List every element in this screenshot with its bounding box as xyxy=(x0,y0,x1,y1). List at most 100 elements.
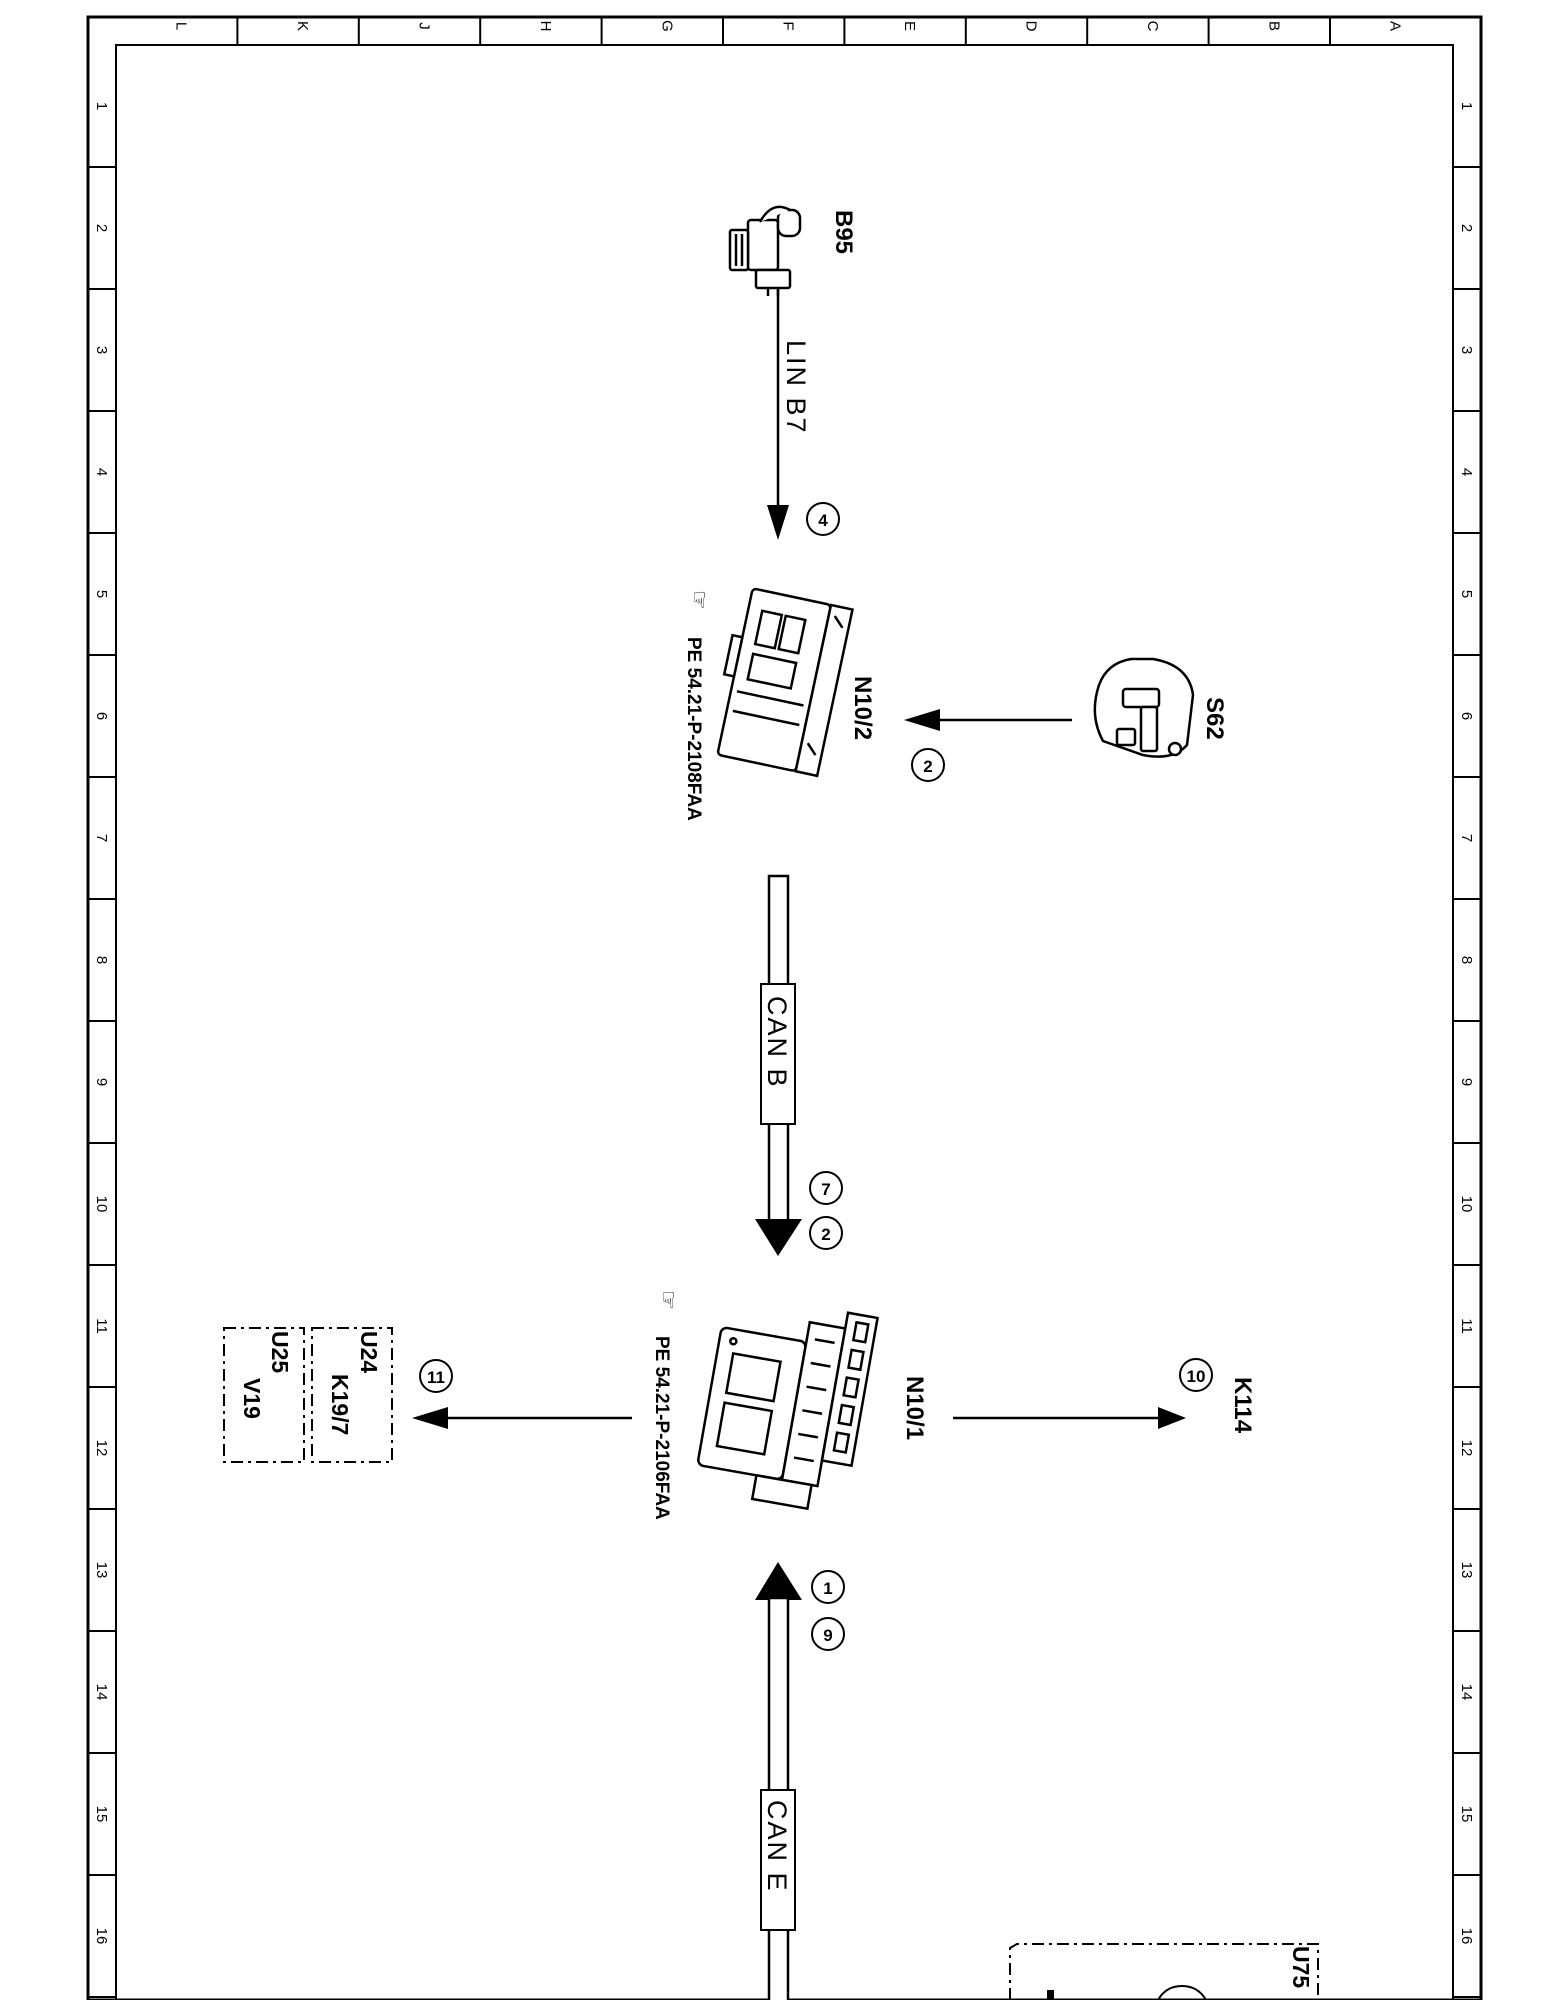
svg-text:11: 11 xyxy=(427,1368,445,1387)
grid-row-label-left: 9 xyxy=(93,1078,110,1086)
grid-row-label-left: 16 xyxy=(93,1928,110,1945)
marker-can-b-a: 7 xyxy=(809,1171,843,1205)
marker-lin: 4 xyxy=(806,502,840,536)
grid-column-label: G xyxy=(658,20,675,32)
grid-row-label-right: 10 xyxy=(1458,1196,1475,1213)
u75-part-icon xyxy=(1047,1990,1054,2000)
left-block-k19-7: K19/7 xyxy=(327,1374,353,1435)
hand-pointer-icon: ☞ xyxy=(656,1290,681,1310)
marker-can-e-b: 9 xyxy=(811,1617,845,1651)
grid-row-label-left: 6 xyxy=(93,712,110,720)
grid-column-label: B xyxy=(1265,21,1282,31)
grid-row-label-left: 12 xyxy=(93,1440,110,1457)
grid-column-label: A xyxy=(1387,21,1404,31)
n10-1-reference[interactable]: PE 54.21-P-2106FAA xyxy=(651,1336,672,1520)
lin-arrowhead xyxy=(767,505,789,540)
can-e-arrowhead xyxy=(755,1562,802,1600)
grid-column-label: F xyxy=(780,21,797,30)
s62-label: S62 xyxy=(1201,697,1228,740)
grid-column-label: E xyxy=(901,21,918,31)
grid-row-label-left: 2 xyxy=(93,224,110,232)
svg-text:2: 2 xyxy=(923,757,932,776)
u75-component[interactable] xyxy=(1009,1943,1319,2001)
control-module-n10-2-icon xyxy=(716,587,854,778)
n10-2-component[interactable] xyxy=(708,586,854,778)
grid-row-label-right: 4 xyxy=(1458,468,1475,476)
svg-text:7: 7 xyxy=(821,1180,830,1199)
grid-row-label-right: 13 xyxy=(1458,1562,1475,1579)
b95-component[interactable] xyxy=(728,205,802,296)
left-block-u25: U25 xyxy=(267,1331,293,1373)
marker-s62: 2 xyxy=(911,748,945,782)
k114-arrowhead xyxy=(1158,1407,1186,1429)
u75-label: U75 xyxy=(1288,1946,1314,1988)
grid-row-label-right: 8 xyxy=(1458,956,1475,964)
s62-component[interactable] xyxy=(1093,657,1195,758)
grid-lines xyxy=(88,17,1481,1998)
marker-k114: 10 xyxy=(1179,1358,1213,1392)
svg-text:2: 2 xyxy=(821,1225,830,1244)
can-e-bus-label: CAN E xyxy=(762,1800,792,1893)
grid-row-label-right: 6 xyxy=(1458,712,1475,720)
b95-label: B95 xyxy=(830,210,857,254)
left-block-v19: V19 xyxy=(239,1378,265,1419)
grid-row-label-left: 8 xyxy=(93,956,110,964)
hand-pointer-icon: ☞ xyxy=(687,590,712,610)
grid-row-label-right: 11 xyxy=(1458,1318,1475,1334)
grid-row-label-left: 1 xyxy=(93,102,110,110)
marker-can-e-a: 1 xyxy=(811,1570,845,1604)
grid-row-label-left: 5 xyxy=(93,590,110,598)
s62-arrowhead xyxy=(904,709,940,731)
svg-text:4: 4 xyxy=(818,511,828,530)
svg-text:10: 10 xyxy=(1187,1367,1206,1386)
grid-row-label-right: 12 xyxy=(1458,1440,1475,1457)
grid-column-label: J xyxy=(416,22,433,30)
u75-device-icon xyxy=(1157,1984,1207,2001)
grid-row-label-left: 13 xyxy=(93,1562,110,1579)
n10-1-component[interactable] xyxy=(693,1292,880,1515)
marker-can-b-b: 2 xyxy=(809,1216,843,1250)
grid-row-label-right: 2 xyxy=(1458,224,1475,232)
can-b-bus-label: CAN B xyxy=(762,996,792,1089)
left-block-box-2[interactable] xyxy=(223,1327,305,1463)
grid-row-label-right: 3 xyxy=(1458,346,1475,354)
grid-row-label-right: 15 xyxy=(1458,1806,1475,1823)
grid-row-label-right: 9 xyxy=(1458,1078,1475,1086)
svg-text:9: 9 xyxy=(823,1626,832,1645)
grid-column-label: C xyxy=(1144,21,1161,32)
can-b-bus xyxy=(755,874,802,1256)
grid-column-label: D xyxy=(1023,21,1040,32)
n10-1-label: N10/1 xyxy=(901,1376,928,1440)
left-block-box-1[interactable] xyxy=(311,1327,393,1463)
switch-s62-icon xyxy=(1093,657,1195,758)
can-e-bus xyxy=(755,1562,802,2005)
grid-column-label: L xyxy=(173,22,190,30)
can-b-arrowhead xyxy=(755,1219,802,1256)
grid-column-label: H xyxy=(537,21,554,32)
n10-2-reference[interactable]: PE 54.21-P-2108FAA xyxy=(683,637,704,821)
grid-row-label-right: 14 xyxy=(1458,1684,1475,1701)
svg-text:1: 1 xyxy=(823,1579,832,1598)
n10-2-label: N10/2 xyxy=(849,676,876,740)
grid-row-label-left: 14 xyxy=(93,1684,110,1701)
grid-row-label-left: 11 xyxy=(93,1318,110,1334)
grid-row-label-left: 15 xyxy=(93,1806,110,1823)
left-block-u24: U24 xyxy=(356,1331,382,1373)
grid-row-label-right: 1 xyxy=(1458,102,1475,110)
k114-label: K114 xyxy=(1229,1377,1256,1434)
marker-left-group: 11 xyxy=(419,1359,453,1393)
control-module-n10-1-icon xyxy=(697,1311,880,1511)
grid-row-label-left: 4 xyxy=(93,468,110,476)
grid-row-label-left: 7 xyxy=(93,834,110,842)
grid-row-label-left: 3 xyxy=(93,346,110,354)
grid-column-label: K xyxy=(294,21,311,31)
sensor-b95-icon xyxy=(728,205,802,296)
left-group-arrowhead xyxy=(412,1407,448,1429)
grid-row-label-left: 10 xyxy=(93,1196,110,1213)
grid-row-label-right: 5 xyxy=(1458,590,1475,598)
grid-row-label-right: 16 xyxy=(1458,1928,1475,1945)
lin-bus-label: LIN B7 xyxy=(781,340,811,435)
grid-row-label-right: 7 xyxy=(1458,834,1475,842)
